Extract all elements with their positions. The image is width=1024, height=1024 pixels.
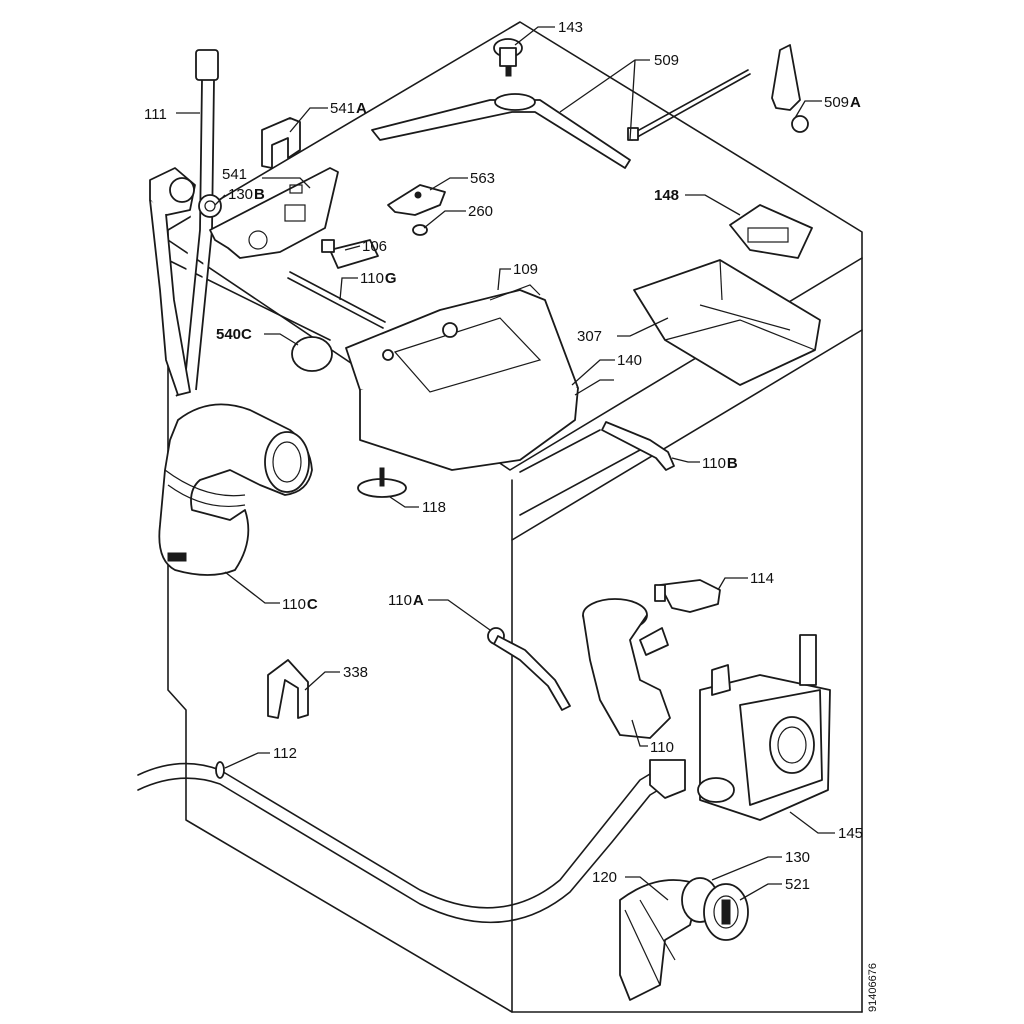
label-540C: 540C [216,326,252,343]
label-114: 114 [750,570,774,587]
label-120: 120 [592,869,617,886]
part-521-cap [703,883,749,941]
part-541A-clip [261,117,301,169]
part-109-dispenser [345,284,579,471]
part-110G-rod [287,271,386,329]
part-563-cam [387,184,446,216]
label-130B: 130B [228,186,265,203]
label-130: 130 [785,849,810,866]
label-110A: 110A [388,592,424,609]
leader-lines [176,26,835,901]
label-118: 118 [422,499,446,516]
part-inlet-elbow [149,167,222,396]
part-110-sump-hose [582,598,671,739]
part-110C-bellows [158,403,313,576]
label-140: 140 [617,352,642,369]
label-541A: 541A [330,100,367,117]
part-509A-rod [627,44,809,141]
label-338: 338 [343,664,368,681]
label-541: 541 [222,166,247,183]
part-148-panel [729,204,813,259]
cabinet-outline [167,21,863,1013]
part-260-spring [412,224,428,236]
part-112-drain-hose [137,759,686,924]
part-338-clamp [267,659,309,719]
label-110: 110 [650,739,674,756]
part-509-strut [371,93,631,169]
part-540C-cover [291,336,333,372]
label-109: 109 [513,261,538,278]
part-111-inlet-hose [175,49,219,397]
label-145: 145 [838,825,863,842]
part-110B-hose [601,421,675,471]
part-118-impeller [357,467,407,498]
label-509: 509 [654,52,679,69]
part-110A-hose [487,627,571,711]
label-111: 111 [144,106,167,123]
label-143: 143 [558,19,583,36]
part-114-bracket [654,579,721,613]
part-541-bracket [209,167,339,259]
part-143-knob [493,38,523,77]
label-110B: 110B [702,455,738,472]
label-110G: 110G [360,270,397,287]
label-110C: 110C [282,596,318,613]
part-145-pump [697,634,831,821]
part-120-filter [619,879,701,1001]
part-307-drawer [633,259,821,386]
label-509A: 509A [824,94,861,111]
label-106: 106 [362,238,387,255]
part-106-switch [321,239,379,269]
label-307: 307 [577,328,602,345]
label-148: 148 [654,187,679,204]
label-112: 112 [273,745,297,762]
callout-labels: 111 541A 143 509 509A 541 130B 563 260 1… [144,19,879,1012]
label-260: 260 [468,203,493,220]
document-number: 91406676 [867,963,879,1012]
label-521: 521 [785,876,810,893]
label-563: 563 [470,170,495,187]
